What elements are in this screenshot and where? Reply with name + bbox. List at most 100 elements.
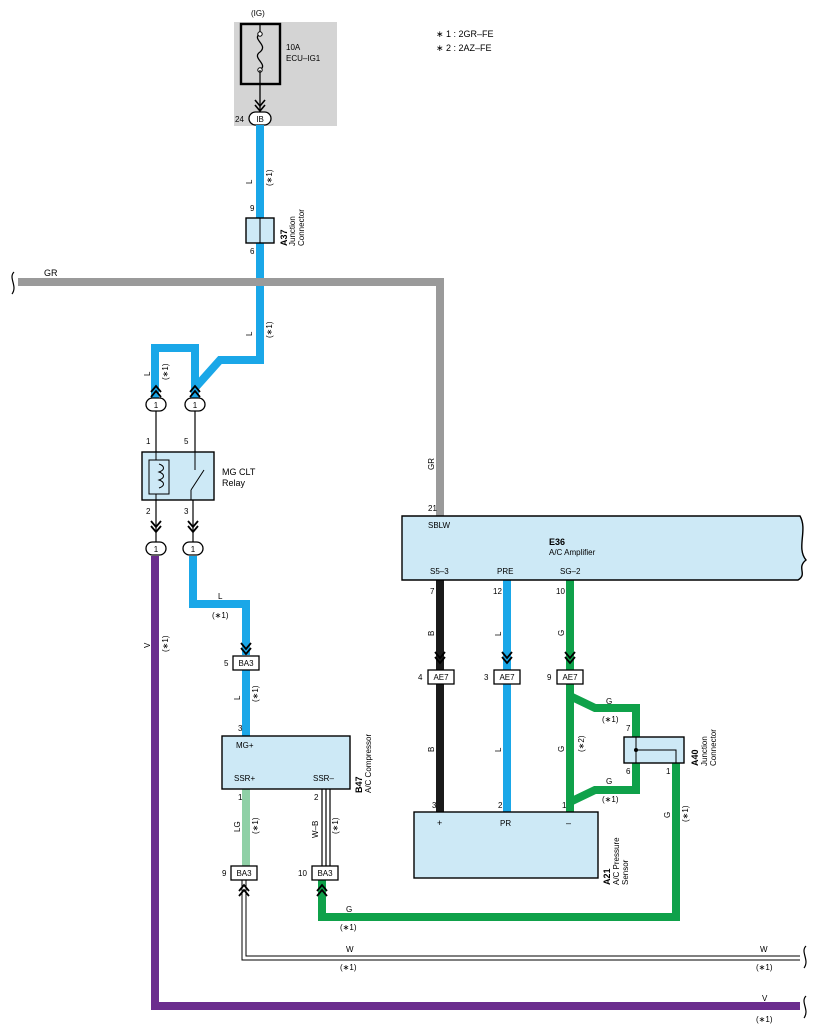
svg-text:1: 1 <box>154 545 159 554</box>
mg-clt-relay <box>141 451 215 501</box>
fuse-symbol-icon <box>256 33 264 71</box>
compressor-id: B47 <box>354 776 364 793</box>
svg-text:(∗1): (∗1) <box>681 805 690 822</box>
compressor-pin-3: 3 <box>238 724 243 733</box>
svg-text:(∗1): (∗1) <box>212 611 229 620</box>
svg-text:W: W <box>760 945 768 954</box>
chevron-down-icon <box>254 99 266 108</box>
ac-pressure-sensor <box>413 811 599 879</box>
amp-pin-10: 10 <box>556 587 565 596</box>
ac-compressor <box>221 735 351 790</box>
svg-text:5: 5 <box>224 659 229 668</box>
a40-name1: Junction <box>700 736 709 766</box>
wire-l-a37-relay5 <box>191 243 264 398</box>
amp-pin-12: 12 <box>493 587 502 596</box>
wire-g-a40-7 <box>568 692 640 737</box>
ib-pin-24: 24 <box>235 115 244 124</box>
wire-g-ba3-a40 <box>318 763 680 921</box>
sensor-pin-3: 3 <box>432 801 437 810</box>
note-2gr-fe: ∗ 1 : 2GR–FE <box>436 29 494 39</box>
compressor-pin-2: 2 <box>314 793 319 802</box>
svg-text:(∗1): (∗1) <box>756 963 773 972</box>
svg-text:G: G <box>663 812 672 818</box>
relay-pin-5: 5 <box>184 437 189 446</box>
sensor-name1: A/C Pressure <box>612 837 621 885</box>
amp-pin-21: 21 <box>428 504 437 513</box>
compressor-pin-1: 1 <box>238 793 243 802</box>
compressor-term-ssr-minus: SSR– <box>313 774 334 783</box>
svg-text:LG: LG <box>233 821 242 832</box>
svg-text:(∗1): (∗1) <box>161 363 170 380</box>
svg-text:(∗1): (∗1) <box>340 963 357 972</box>
amp-term-s5-3: S5–3 <box>430 567 449 576</box>
wire-labels: L (∗1) L (∗1) L (∗1) GR GR V (∗1) L (∗1)… <box>44 169 773 1024</box>
relay-name1: MG CLT <box>222 467 256 477</box>
svg-text:B: B <box>427 747 436 752</box>
ae7-connectors: AE7 4 AE7 3 AE7 9 <box>418 669 584 685</box>
ac-amplifier <box>401 515 807 581</box>
svg-text:L: L <box>233 695 242 700</box>
wire-l-relay1 <box>151 344 199 398</box>
ba3-connectors: BA3 5 BA3 9 BA3 10 <box>222 655 339 881</box>
relay-pin-1: 1 <box>146 437 151 446</box>
compressor-term-ssr-plus: SSR+ <box>234 774 255 783</box>
amp-term-pre: PRE <box>497 567 513 576</box>
svg-text:AE7: AE7 <box>562 673 578 682</box>
svg-text:(∗1): (∗1) <box>602 795 619 804</box>
svg-text:L: L <box>218 592 223 601</box>
note-2az-fe: ∗ 2 : 2AZ–FE <box>436 43 492 53</box>
relay-pin-2: 2 <box>146 507 151 516</box>
svg-text:(∗1): (∗1) <box>265 321 274 338</box>
sensor-id: A21 <box>602 868 612 885</box>
relay-bottom-plugs: 1 1 <box>145 541 204 556</box>
svg-text:1: 1 <box>193 401 198 410</box>
svg-text:G: G <box>346 905 352 914</box>
svg-text:G: G <box>606 697 612 706</box>
svg-text:(∗1): (∗1) <box>602 715 619 724</box>
svg-text:1: 1 <box>154 401 159 410</box>
amp-id: E36 <box>549 537 565 547</box>
svg-text:L: L <box>245 179 254 184</box>
svg-text:(∗1): (∗1) <box>331 817 340 834</box>
ib-connector-label: IB <box>256 115 264 124</box>
a40-pin-1: 1 <box>666 767 671 776</box>
amp-term-sblw: SBLW <box>428 521 451 530</box>
amp-name: A/C Amplifier <box>549 548 596 557</box>
svg-text:BA3: BA3 <box>238 659 254 668</box>
a37-pin-9: 9 <box>250 204 255 213</box>
svg-text:W–B: W–B <box>311 821 320 838</box>
wire-break-marks <box>11 271 807 1019</box>
fuse-rating: 10A <box>286 43 301 52</box>
sensor-term-plus: + <box>437 818 442 828</box>
a40-id: A40 <box>690 749 700 766</box>
svg-text:GR: GR <box>427 458 436 470</box>
svg-text:(∗1): (∗1) <box>756 1015 773 1024</box>
svg-text:(∗1): (∗1) <box>340 923 357 932</box>
svg-text:(∗2): (∗2) <box>577 735 586 752</box>
svg-text:L: L <box>494 631 503 636</box>
a40-name2: Connector <box>709 729 718 766</box>
relay-pin-3: 3 <box>184 507 189 516</box>
relay-top-plugs: 1 1 <box>145 397 206 412</box>
svg-text:B: B <box>427 631 436 636</box>
amp-pin-7: 7 <box>430 587 435 596</box>
arrow-markers <box>150 384 576 897</box>
wires <box>18 125 800 1010</box>
fuse-name: ECU–IG1 <box>286 54 321 63</box>
wire-g-a40-6 <box>568 763 640 806</box>
svg-text:G: G <box>557 630 566 636</box>
svg-text:L: L <box>143 371 152 376</box>
compressor-name: A/C Compressor <box>364 734 373 793</box>
a37-id: A37 <box>279 229 289 246</box>
sensor-name2: Sensor <box>621 859 630 885</box>
sensor-pin-1: 1 <box>562 801 567 810</box>
svg-text:9: 9 <box>222 869 227 878</box>
svg-text:1: 1 <box>191 545 196 554</box>
relay-name2: Relay <box>222 478 246 488</box>
ig-label: (IG) <box>251 9 265 18</box>
svg-text:4: 4 <box>418 673 423 682</box>
a40-pin-6: 6 <box>626 767 631 776</box>
fuse-block <box>234 22 337 126</box>
sensor-term-minus: – <box>566 818 571 828</box>
